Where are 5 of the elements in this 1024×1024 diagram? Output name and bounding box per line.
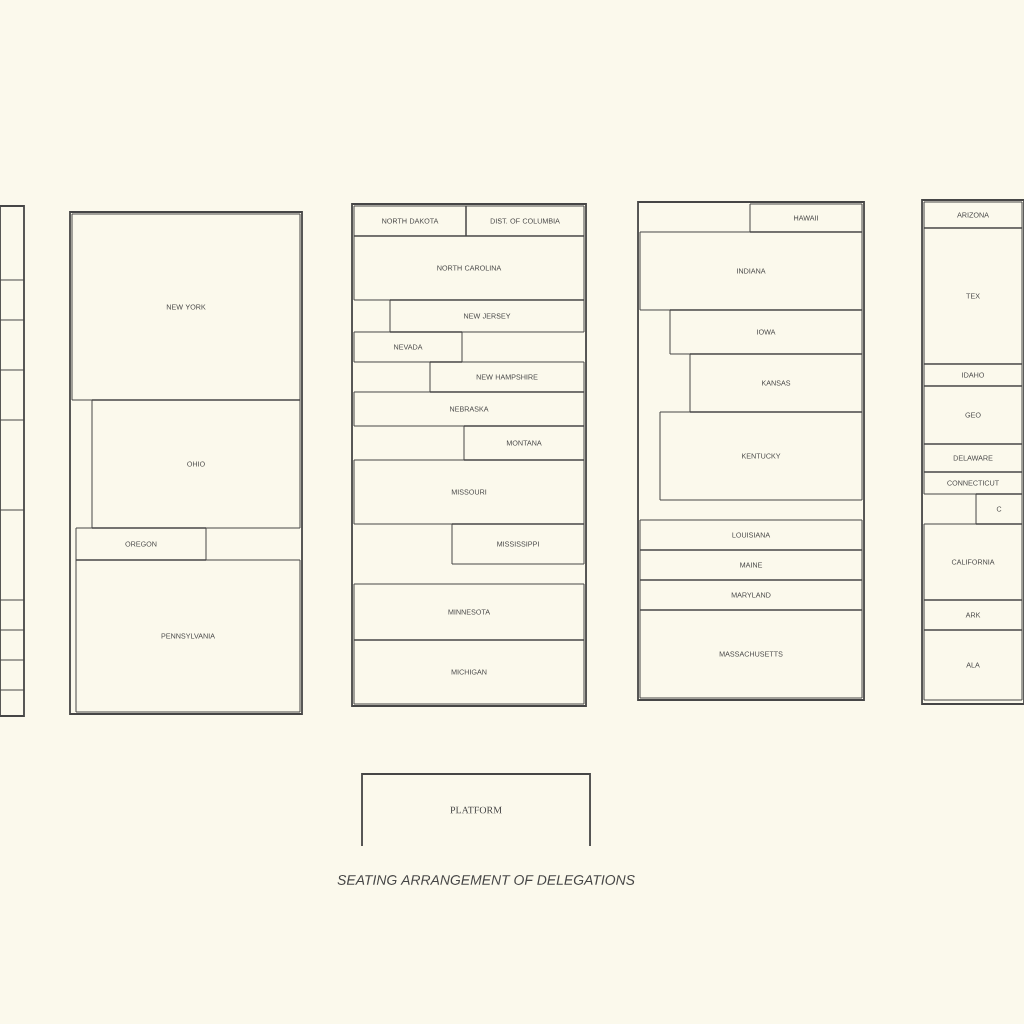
seating-block — [0, 205, 25, 717]
seating-block — [351, 203, 587, 707]
seating-block — [921, 199, 1024, 705]
seating-block — [637, 201, 865, 701]
seating-block — [69, 211, 303, 715]
